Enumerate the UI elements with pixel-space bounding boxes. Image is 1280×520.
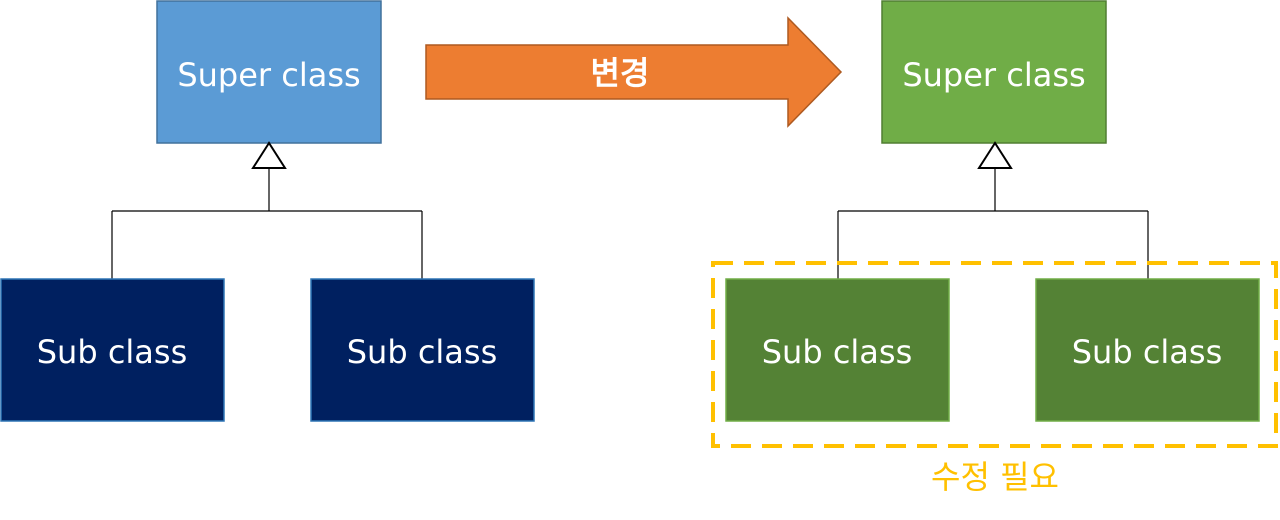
after-inheritance-arrowhead [977, 141, 1013, 169]
modification-required-label: 수정 필요 [931, 458, 1059, 496]
before-hierarchy: Super class Sub class Sub class [0, 0, 535, 422]
change-arrow-shape [425, 16, 843, 128]
after-super-class-label: Super class [902, 56, 1085, 94]
before-sub-class-box-2 [310, 278, 535, 422]
after-sub-class-label-2: Sub class [1072, 333, 1223, 371]
after-hierarchy: Super class Sub class Sub class 수정 필요 [711, 0, 1278, 496]
after-super-class-box [881, 0, 1107, 144]
modification-required-highlight [711, 261, 1278, 448]
after-sub-class-label-1: Sub class [762, 333, 913, 371]
before-inheritance-arrowhead [251, 141, 287, 169]
after-sub-class-box-2 [1035, 278, 1260, 422]
change-arrow: 변경 [425, 16, 843, 128]
before-sub-class-label-1: Sub class [37, 333, 188, 371]
change-arrow-label: 변경 [591, 54, 650, 92]
before-super-class-box [156, 0, 382, 144]
after-sub-class-box-1 [725, 278, 950, 422]
before-sub-class-label-2: Sub class [347, 333, 498, 371]
before-super-class-label: Super class [177, 56, 360, 94]
before-sub-class-box-1 [0, 278, 225, 422]
